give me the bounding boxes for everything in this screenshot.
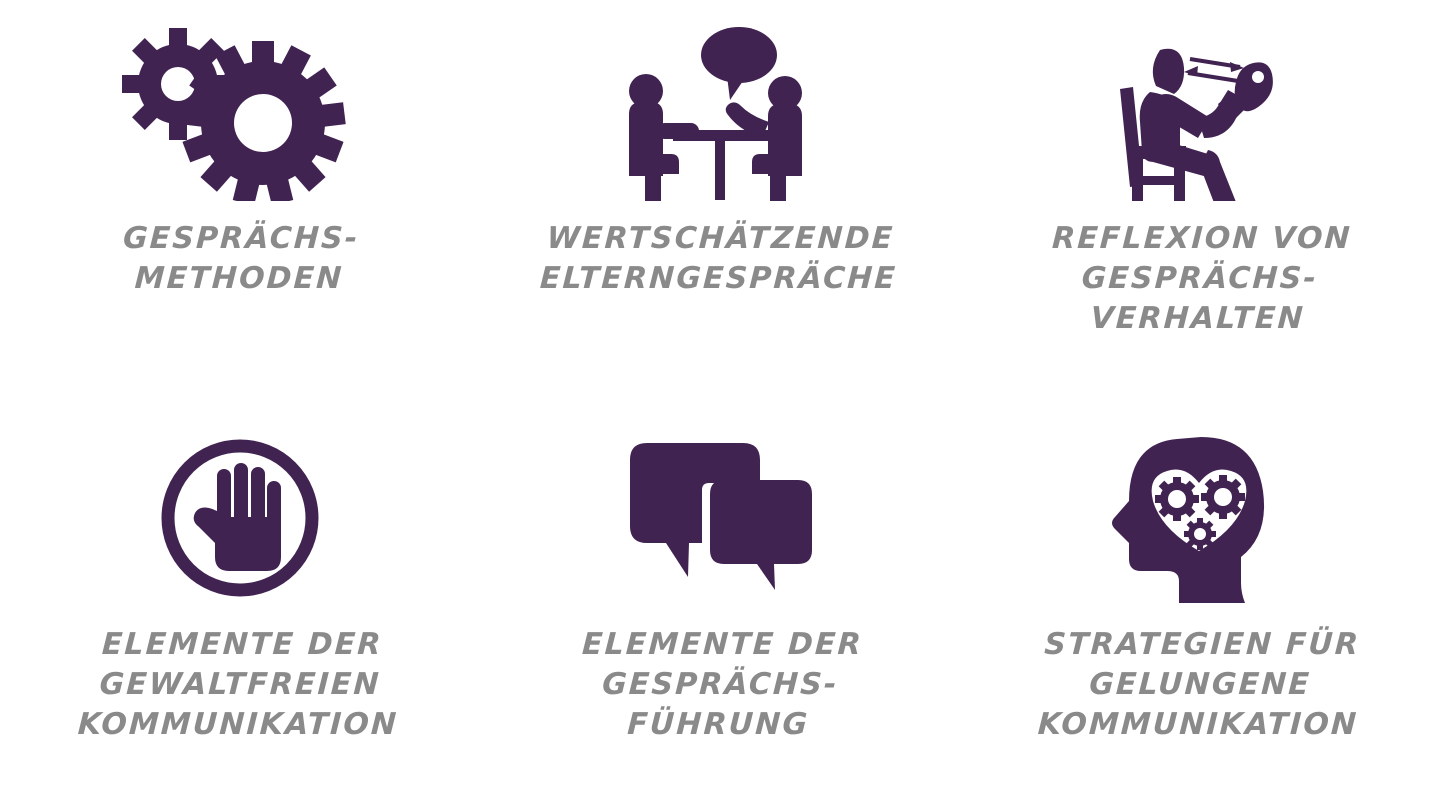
tile-reflexion-von-gespraechsverhalten[interactable]: Reflexion von Gesprächs- verhalten [960,0,1440,405]
head-with-heart-and-gears-icon [960,433,1440,603]
tile-label: Gesprächs- methoden [121,221,361,296]
tile-label: Strategien für gelungene Kommunikation [1036,627,1361,742]
two-people-at-table-talking-icon [480,26,960,201]
two-speech-bubbles-icon [480,433,960,603]
person-on-chair-with-mirror-icon [960,26,1440,201]
tile-label: Wertschätzende Elterngespräche [539,221,899,296]
tile-label: Elemente der Gesprächs- führung [580,627,864,742]
two-gears-icon [0,26,480,201]
tile-elemente-der-gespraechsfuehrung[interactable]: Elemente der Gesprächs- führung [480,405,960,810]
tile-label: Elemente der Gewaltfreien Kommunikation [76,627,400,742]
open-hand-in-circle-icon [0,433,480,603]
tile-wertschaetzende-elterngespraeche[interactable]: Wertschätzende Elterngespräche [480,0,960,405]
tile-elemente-der-gewaltfreien-kommunikation[interactable]: Elemente der Gewaltfreien Kommunikation [0,405,480,810]
tile-gespraechsmethoden[interactable]: Gesprächs- methoden [0,0,480,405]
tile-label: Reflexion von Gesprächs- verhalten [1051,221,1353,336]
tile-strategien-fuer-gelungene-kommunikation[interactable]: Strategien für gelungene Kommunikation [960,405,1440,810]
